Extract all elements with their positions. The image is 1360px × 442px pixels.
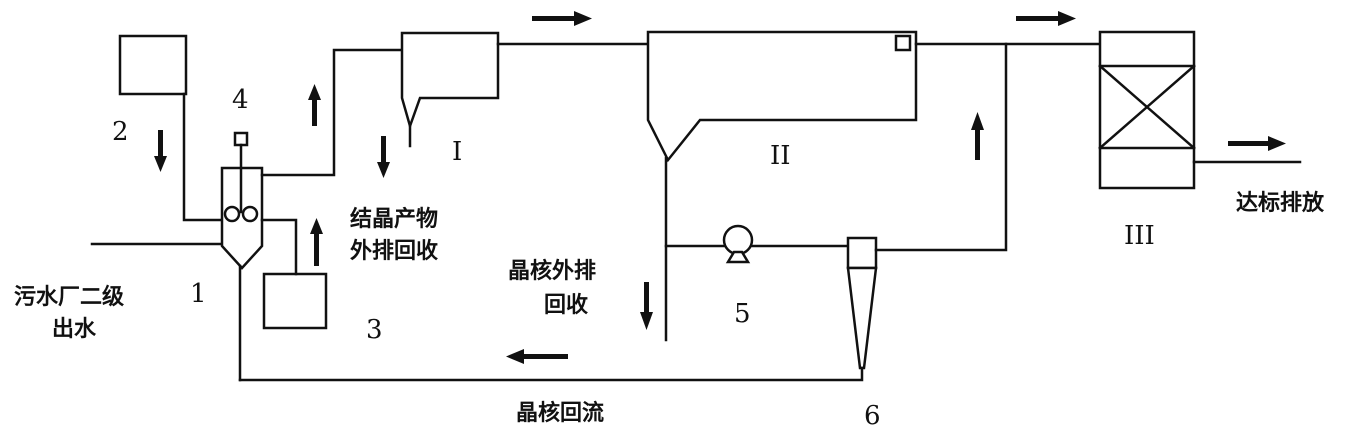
discharge-label: 达标排放 <box>1236 190 1325 216</box>
arrow-up-reactor-out <box>308 84 321 126</box>
inlet-label-line2: 出水 <box>52 317 97 342</box>
seed-recycle-pipe <box>238 366 864 382</box>
label-num-3: 3 <box>366 315 383 345</box>
dosing-tank-2 <box>118 34 188 96</box>
overflow-weir <box>894 34 912 52</box>
seed-discharge-label-line1: 晶核外排 <box>508 258 596 284</box>
reactor-1 <box>220 166 264 270</box>
label-unit-iii: III <box>1124 221 1155 251</box>
settler-unit-i <box>400 31 500 131</box>
arrow-up-tank3 <box>310 218 323 266</box>
stirrer-blade-right <box>241 205 259 223</box>
arrow-down-tank2 <box>154 130 167 172</box>
filter-cross-b <box>1098 64 1196 150</box>
arrow-left-seed-recycle <box>506 349 568 364</box>
label-unit-i: I <box>452 137 462 167</box>
pipe-reactor-to-unit-i <box>260 48 404 177</box>
pump-base <box>725 250 751 264</box>
stirrer-motor <box>233 131 249 147</box>
stirrer-blade-left <box>223 205 241 223</box>
label-unit-ii: II <box>770 141 791 171</box>
arrow-right-to-unit-iii <box>1016 11 1076 26</box>
arrow-down-unit-i-product <box>377 136 390 178</box>
label-num-1: 1 <box>190 279 207 309</box>
label-num-5: 5 <box>734 299 751 329</box>
seed-recycle-label: 晶核回流 <box>516 400 604 426</box>
label-num-6: 6 <box>864 401 881 431</box>
pipe-tank3-to-reactor <box>260 218 298 276</box>
crystal-product-label-line2: 外排回收 <box>350 238 438 264</box>
pipe-tank2-to-reactor <box>182 92 224 222</box>
filter-unit-iii <box>1098 30 1196 190</box>
arrow-down-seed-discharge <box>640 282 653 330</box>
cyclone-overflow-pipe <box>874 42 1008 252</box>
dosing-tank-3 <box>262 272 328 330</box>
cyclone-6-cone <box>846 266 878 370</box>
inlet-label-line1: 污水厂二级 <box>14 284 124 310</box>
seed-discharge-label-line2: 回收 <box>544 292 588 318</box>
arrow-right-discharge <box>1228 136 1286 151</box>
label-num-4: 4 <box>232 85 249 115</box>
arrow-right-to-unit-ii <box>532 11 592 26</box>
arrow-up-cyclone-overflow <box>971 112 984 160</box>
crystal-product-label-line1: 结晶产物 <box>350 206 438 232</box>
cyclone-6-top <box>846 236 878 270</box>
label-num-2: 2 <box>112 117 129 147</box>
pump-5 <box>722 224 754 256</box>
settler-unit-ii <box>646 30 918 163</box>
